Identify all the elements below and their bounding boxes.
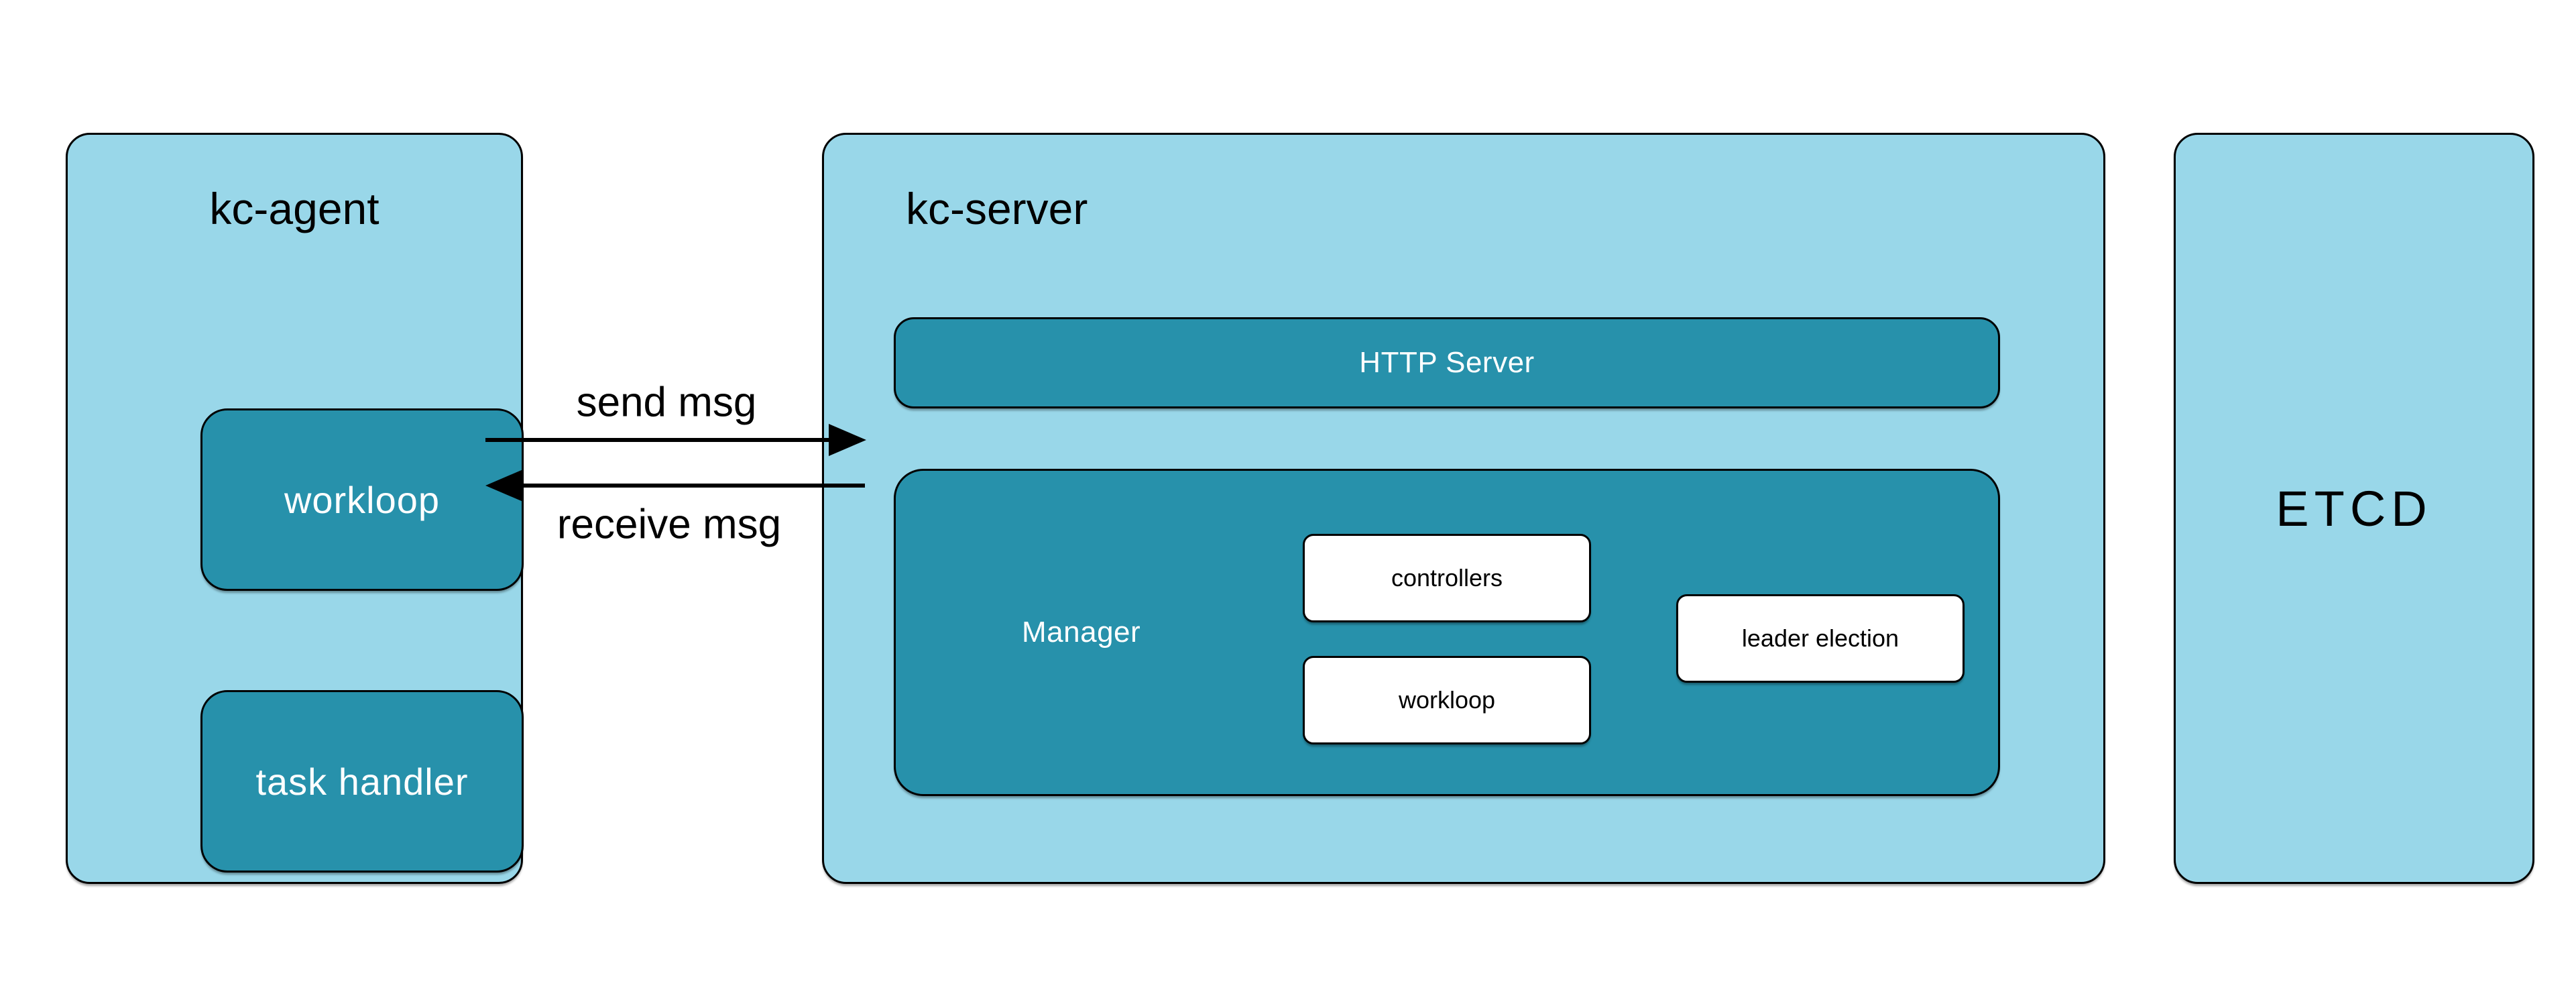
http-server-label: HTTP Server	[1359, 346, 1535, 379]
agent-workloop-box: workloop	[200, 408, 524, 591]
etcd-box: ETCD	[2174, 133, 2534, 884]
kc-server-title: kc-server	[906, 184, 1088, 233]
controllers-label: controllers	[1391, 564, 1503, 592]
manager-workloop-label: workloop	[1398, 686, 1496, 714]
manager-box: Manager controllers workloop leader elec…	[894, 469, 2000, 796]
http-server-box: HTTP Server	[894, 317, 2000, 408]
leader-election-box: leader election	[1676, 594, 1965, 683]
receive-msg-label: receive msg	[557, 501, 782, 548]
manager-workloop-box: workloop	[1303, 656, 1591, 744]
manager-label: Manager	[1022, 616, 1141, 649]
agent-workloop-label: workloop	[284, 478, 441, 521]
receive-arrow	[485, 469, 865, 502]
kc-agent-title: kc-agent	[209, 184, 379, 233]
agent-task-handler-label: task handler	[255, 760, 469, 803]
leader-election-label: leader election	[1741, 624, 1899, 652]
kc-agent-box: kc-agent workloop task handler	[66, 133, 524, 884]
send-msg-label: send msg	[576, 379, 757, 426]
send-arrow	[485, 424, 866, 456]
etcd-title: ETCD	[2276, 480, 2433, 537]
agent-task-handler-box: task handler	[200, 690, 524, 873]
kc-server-box: kc-server HTTP Server Manager controller…	[822, 133, 2105, 884]
controllers-box: controllers	[1303, 534, 1591, 622]
